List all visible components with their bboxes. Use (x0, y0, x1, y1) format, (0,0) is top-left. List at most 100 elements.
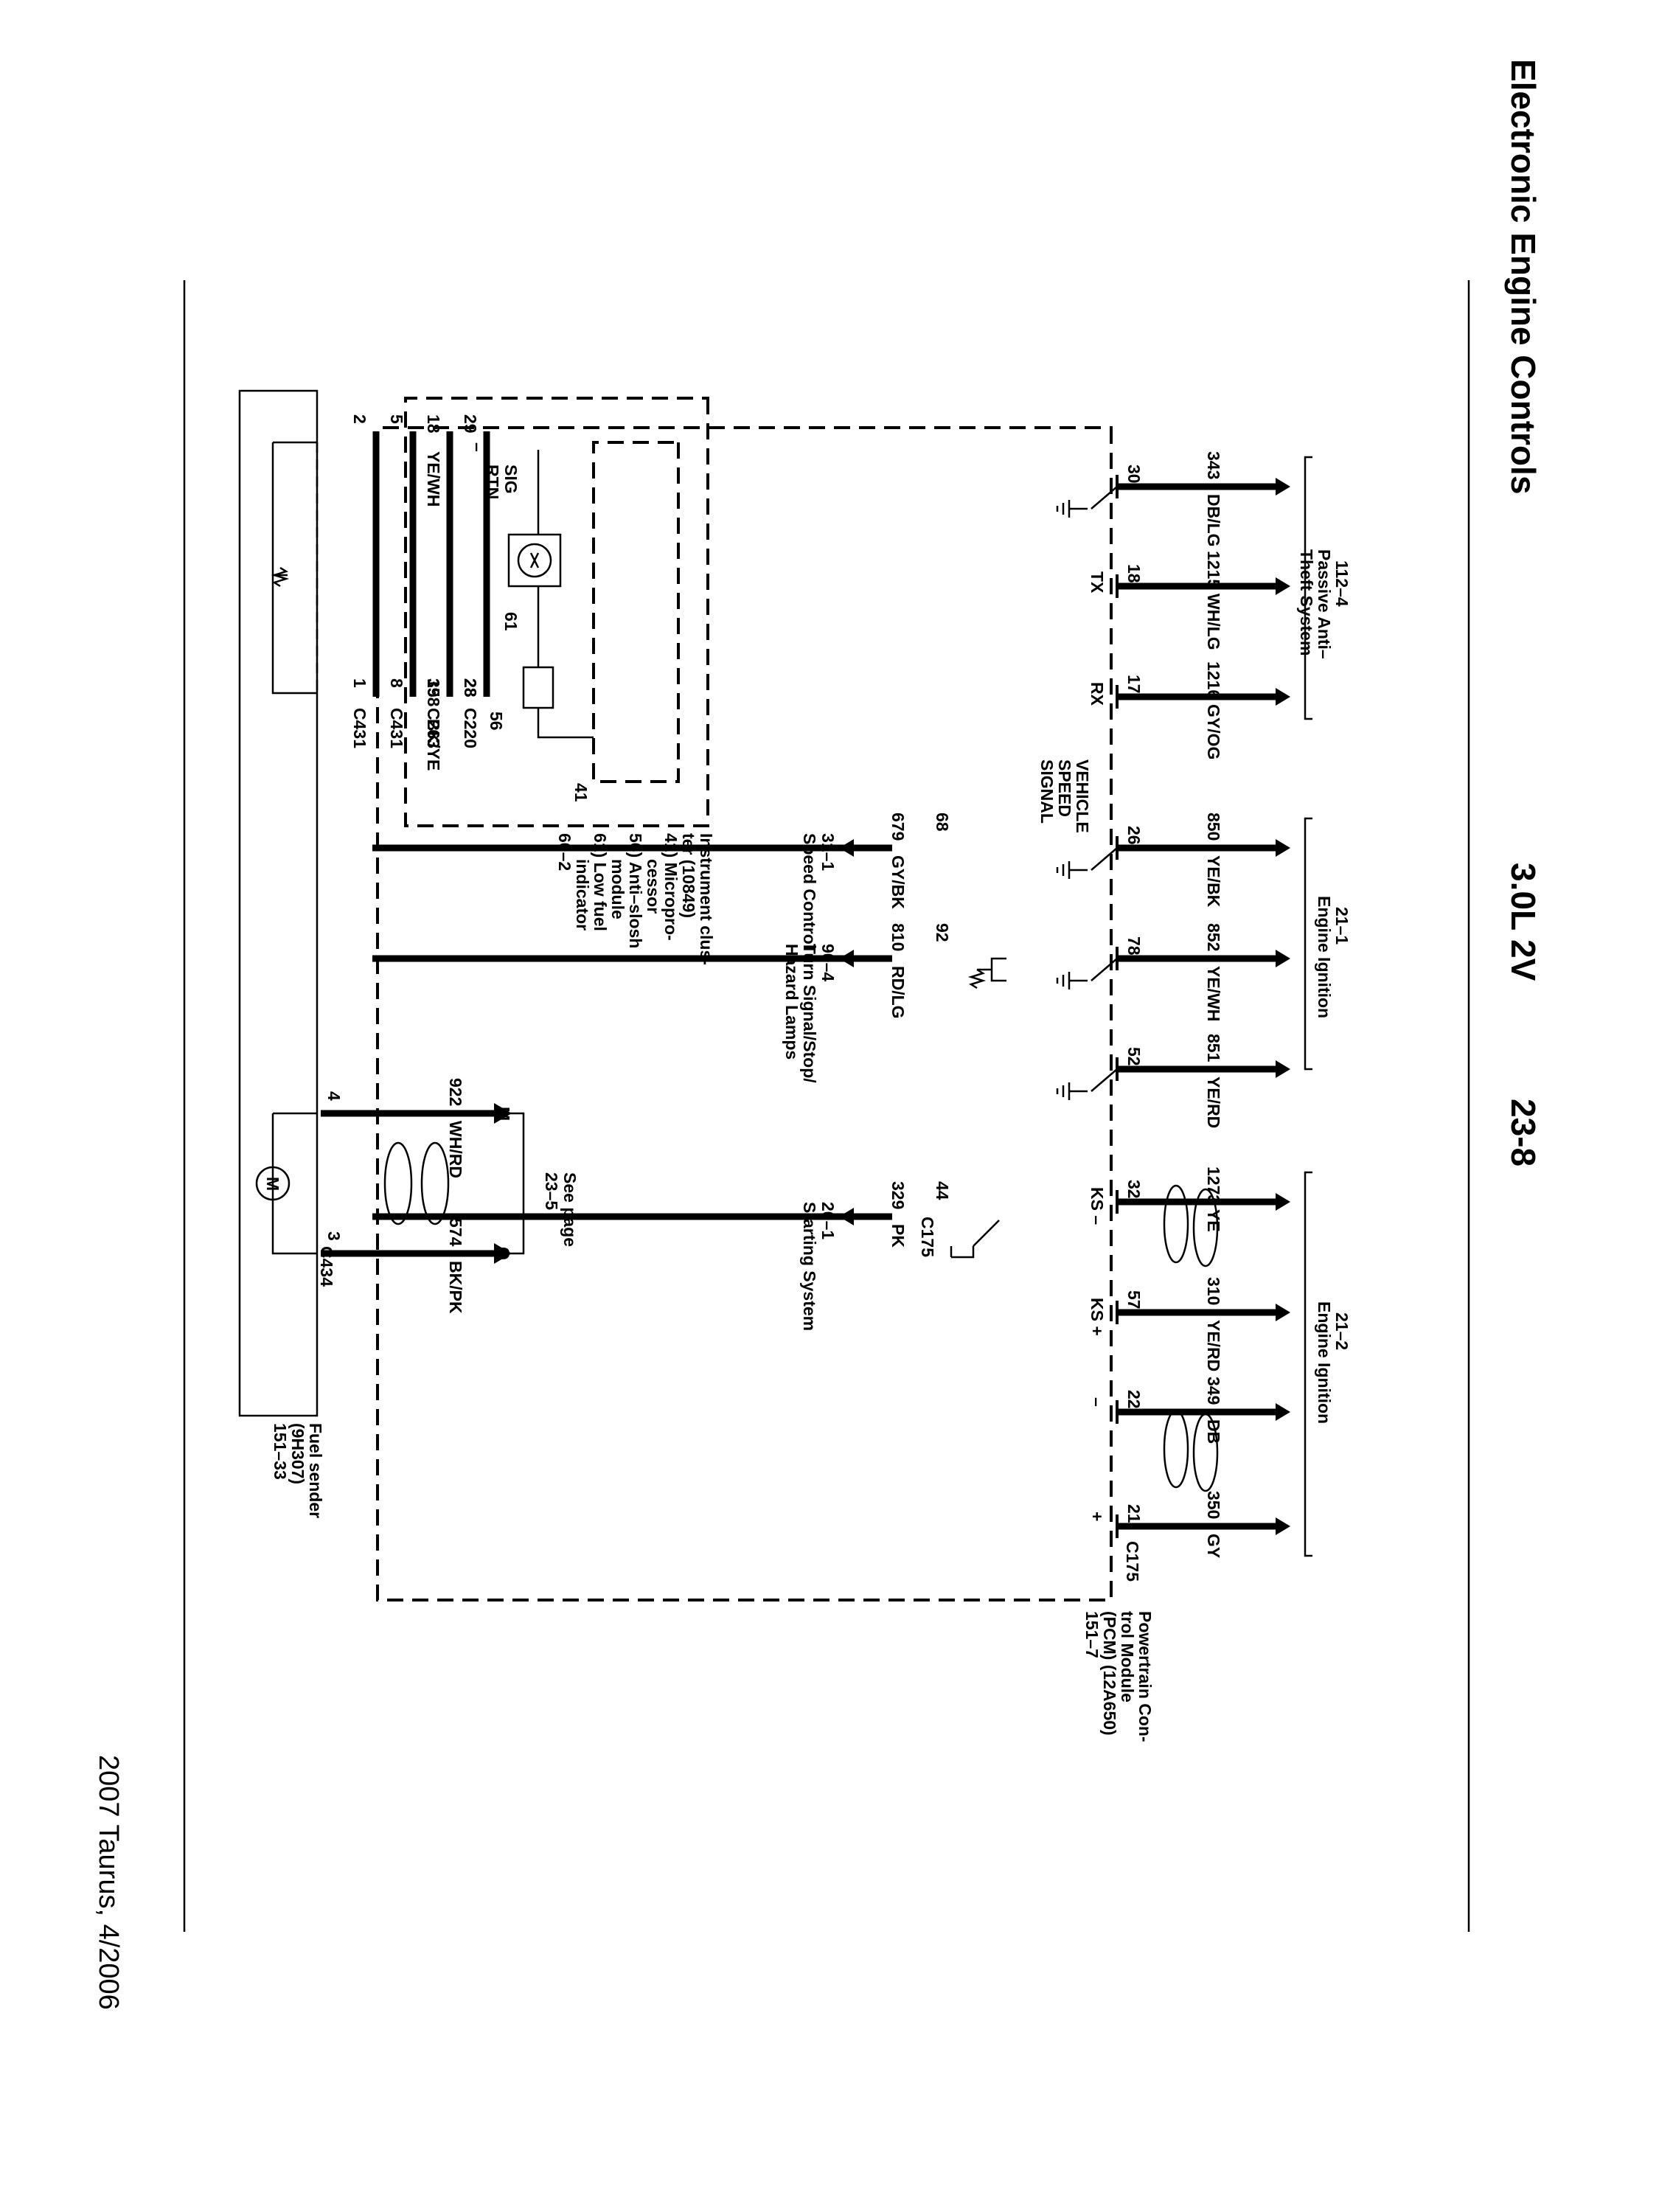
wire-color: PK (888, 1224, 908, 1248)
pin-function: TX (1088, 571, 1107, 594)
wire-color: YE (1204, 1209, 1223, 1232)
terminal-arrow-icon (494, 1243, 512, 1264)
terminal-letter: Q (494, 1247, 513, 1260)
circuit-number: 329 (888, 1181, 908, 1209)
pump-connector: C434 (317, 1246, 336, 1287)
connector-id: C263 (424, 708, 443, 748)
fuel-pump-motor-icon (255, 1166, 291, 1201)
circuit-number: 574 (446, 1218, 465, 1247)
dest-label: Starting System (800, 1202, 819, 1331)
circuit-number: 810 (888, 923, 908, 951)
wire-color: GY (1204, 1534, 1223, 1558)
pin-function: KS – (1088, 1187, 1107, 1225)
pin-number: 17 (1124, 675, 1144, 694)
pin-number: 29 (461, 414, 480, 434)
terminal-letter: M (494, 1107, 513, 1121)
wire-arrow-icon (1276, 1403, 1290, 1421)
fuel-sender-1: Fuel sender (306, 1423, 325, 1518)
bracket-ignition2 (1304, 1171, 1312, 1557)
circuit-number: 852 (1204, 923, 1223, 951)
internal-switch (1069, 958, 1118, 982)
turn-lamp-resistor-lead (977, 957, 1006, 982)
wire-color: YE/WH (424, 451, 443, 507)
pin-function: KS + (1088, 1298, 1107, 1336)
cluster-desc-8: indicator (573, 859, 592, 931)
cluster-desc-6: module (608, 859, 627, 919)
lamp-filament-icon (529, 552, 540, 568)
wire-color: GY/OG (1204, 704, 1223, 759)
pin-number: 44 (933, 1181, 952, 1200)
see-page-2: 23–5 (542, 1172, 561, 1210)
cluster-desc-7: 61) Low fuel (591, 833, 610, 931)
pcm-label-3: (PCM) (12A650) (1100, 1611, 1119, 1736)
pcm-label-2: trol Module (1118, 1611, 1137, 1703)
page-title: Electronic Engine Controls (1504, 59, 1543, 494)
cluster-desc-5: 56) Anti–slosh (626, 833, 645, 948)
cluster-internal-wiring (537, 450, 594, 739)
wire-color: YE/RD (1204, 1077, 1223, 1128)
fuel-sender-3: 151–33 (271, 1423, 290, 1480)
internal-switch (1069, 847, 1118, 872)
wire-color: BK/PK (446, 1261, 465, 1314)
wire-arrow-icon (1276, 839, 1290, 857)
ignition2-ref: 21–2 (1332, 1312, 1352, 1350)
terminal-arrow-icon (494, 1103, 512, 1124)
engine-spec: 3.0L 2V (1504, 863, 1543, 981)
sig-label: SIG (501, 465, 521, 494)
connector-id: C431 (387, 708, 406, 748)
lamp-frame (507, 533, 562, 588)
pin-function: – (1088, 1397, 1107, 1407)
dest-ref: 31–1 (818, 833, 838, 871)
internal-switch (1069, 1068, 1118, 1093)
pin-number: 92 (933, 923, 952, 942)
pin-function: RX (1088, 682, 1107, 706)
sender-resistor-wiring (271, 441, 317, 695)
anti-theft-ref: 112–4 (1332, 560, 1352, 607)
twisted-pair-cmp-1 (1163, 1409, 1189, 1489)
anti-theft-line1: Passive Anti– (1315, 549, 1334, 659)
wire-color: GY/BK (888, 855, 908, 909)
pcm-label-4: 151–7 (1082, 1611, 1102, 1658)
dest-label: Speed Control (800, 833, 819, 949)
ignition1-label: Engine Ignition (1315, 896, 1334, 1018)
page-number: 23-8 (1504, 1099, 1543, 1166)
wire-color: RD/LG (888, 966, 908, 1019)
bracket-anti-theft (1304, 456, 1312, 720)
wire-color: BK/YE (424, 719, 443, 771)
twisted-pair-ks-2 (1192, 1188, 1219, 1267)
footer-vehicle: 2007 Taurus, 4/2006 (93, 1755, 124, 2010)
cluster-desc-9: 60–2 (555, 833, 574, 871)
cluster-box (404, 397, 709, 827)
pin-number: 2 (350, 414, 369, 424)
dest-ref: 20–1 (818, 1202, 838, 1239)
microprocessor-box (592, 441, 680, 783)
twisted-pair-cmp-2 (1192, 1413, 1219, 1492)
antislosh-module (522, 666, 554, 709)
sender-variable-resistor (271, 566, 290, 588)
dest-label: Turn Signal/Stop/ (800, 944, 819, 1083)
pin-number: 15 (424, 678, 443, 698)
circuit-number: 310 (1204, 1277, 1223, 1305)
pin-number: 3 (324, 1231, 344, 1241)
pcm-input-wires: 343DB/LG301215WH/LG18TX1216GY/OG17RX850Y… (1056, 451, 1290, 1558)
cluster-desc-1: Instrument clus- (697, 833, 716, 965)
ignition2-label: Engine Ignition (1315, 1301, 1334, 1424)
pin-number: 1 (350, 678, 369, 688)
vss-line-2: SPEED (1055, 759, 1074, 817)
see-page-1: See page (560, 1172, 580, 1247)
connector-id: C431 (350, 708, 369, 748)
pcm-label-1: Powertrain Con- (1135, 1611, 1155, 1742)
pin-number: 22 (1124, 1390, 1144, 1409)
pin-number: 18 (1124, 564, 1144, 583)
wire-arrow-icon (1276, 950, 1290, 967)
wire-arrow-icon (839, 950, 854, 967)
pin-number: 32 (1124, 1180, 1144, 1199)
ground-icon (1056, 861, 1071, 879)
wire-color: YE/RD (1204, 1320, 1223, 1371)
pin-number: 78 (1124, 936, 1144, 956)
cluster-desc-2: ter (10849) (679, 833, 698, 918)
low-fuel-indicator-lamp (517, 543, 552, 578)
circuit-number: 350 (1204, 1491, 1223, 1519)
